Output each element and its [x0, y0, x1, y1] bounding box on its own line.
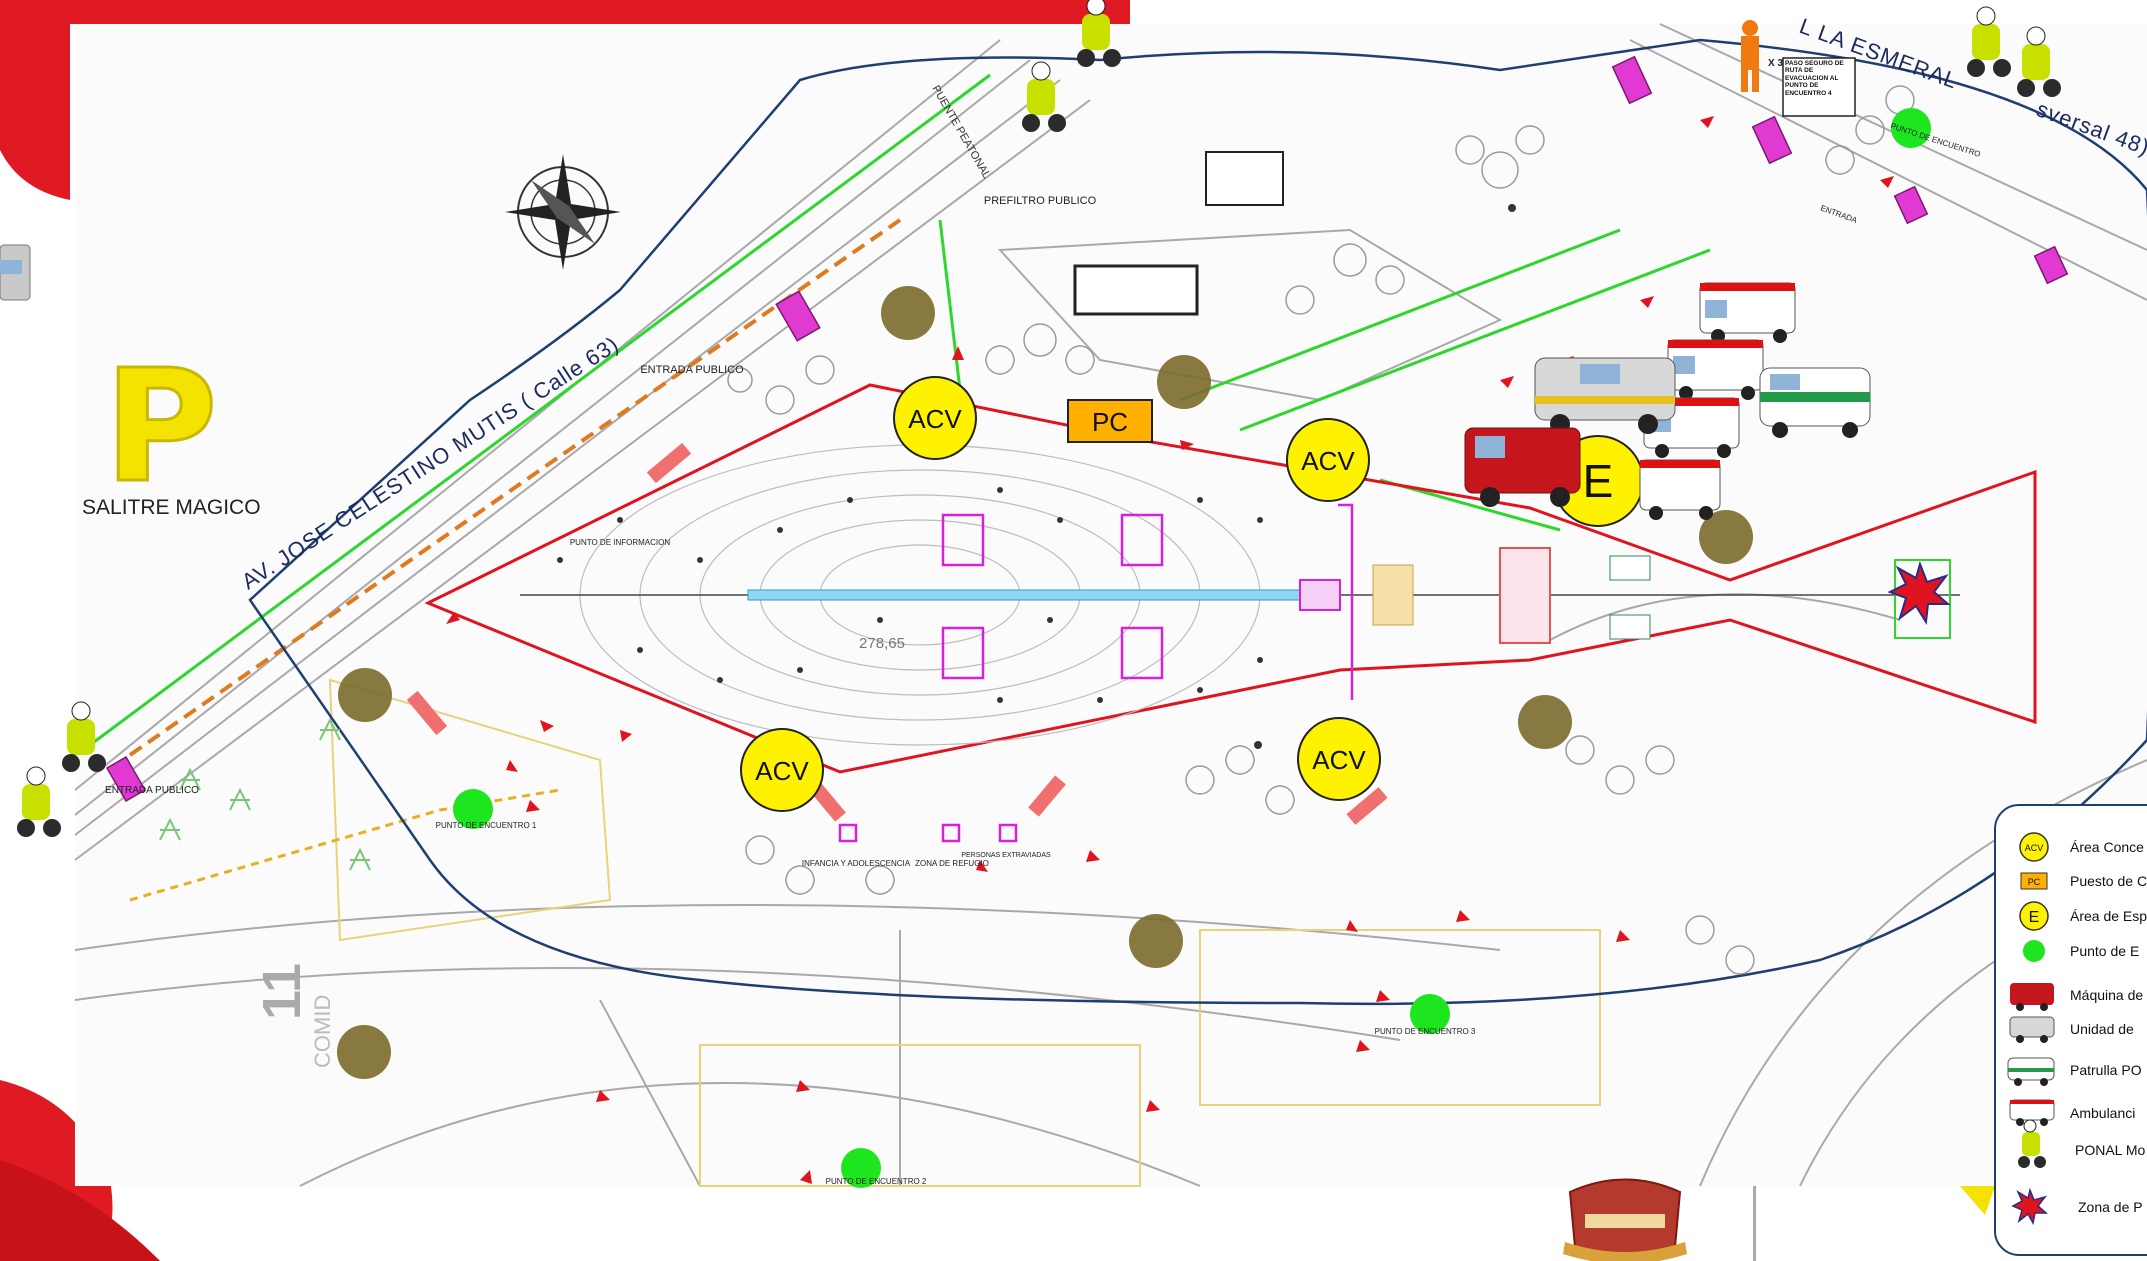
legend-risk-zone-icon [2011, 1187, 2048, 1226]
meeting-point-4 [1891, 108, 1931, 148]
entrada-publico-label-2: ENTRADA PUBLICO [105, 785, 199, 796]
emergency-vehicles [1464, 282, 1871, 520]
police-patrol-icon [1759, 367, 1871, 438]
legend-panel: ACV Área Conce PC Puesto de C E Área de … [1994, 804, 2147, 1256]
svg-text:ACV: ACV [2025, 843, 2044, 853]
meeting-point-1 [453, 789, 493, 829]
legend-item-patrol: Patrulla PO [2070, 1062, 2142, 1078]
meeting-point-2-label: PUNTO DE ENCUENTRO 2 [826, 1177, 927, 1186]
legend-ambulance-icon [2009, 1099, 2055, 1126]
svg-text:E: E [2029, 909, 2040, 926]
legend-motorcycle-icon [2018, 1119, 2046, 1168]
ambulance-icon [1667, 339, 1764, 400]
evacuation-guide-icon [1741, 20, 1759, 92]
legend-e-symbol [2019, 901, 2049, 931]
shrub-clusters [159, 717, 371, 871]
legend-item-motorcycle: PONAL Mo [2075, 1142, 2145, 1158]
ambulance-icon [1699, 282, 1796, 343]
svg-text:ACV: ACV [1312, 745, 1366, 775]
street-side-label: COMID [310, 995, 335, 1068]
evacuation-note: PASO SEGURO DE RUTA DE EVACUACION AL PUN… [1785, 60, 1844, 97]
fire-truck-icon [1464, 427, 1581, 507]
legend-patrol-icon [2007, 1057, 2055, 1086]
legend-item-risk-zone: Zona de P [2078, 1199, 2143, 1215]
svg-text:ACV: ACV [908, 404, 962, 434]
svg-text:E: E [1583, 455, 1614, 507]
svg-text:ACV: ACV [1301, 446, 1355, 476]
legend-item-meeting-point: Punto de E [2070, 943, 2139, 959]
entrada-publico-label: ENTRADA PUBLICO [640, 364, 744, 376]
map-canvas: ACV ACV ACV ACV PC E [17, 0, 2147, 1188]
legend-fire-truck-icon [2010, 983, 2054, 1011]
legend-acv-symbol [2019, 832, 2049, 862]
legend-item-unit: Unidad de [2070, 1021, 2134, 1037]
legend-item-pc: Puesto de C [2070, 873, 2147, 889]
meeting-point-2 [841, 1148, 881, 1188]
legend-pc-symbol [2020, 872, 2048, 890]
distance-label: 278,65 [859, 635, 905, 652]
infancia-label: INFANCIA Y ADOLESCENCIA [802, 859, 911, 868]
compass-rose-icon [505, 154, 621, 270]
informacion-label: PUNTO DE INFORMACION [570, 538, 671, 547]
svg-text:PC: PC [2028, 877, 2041, 887]
ambulance-icon [1639, 459, 1721, 520]
meeting-points [453, 108, 1931, 1188]
acv-marker-bottom-left[interactable]: ACV [740, 728, 824, 812]
zona-refugio-label: ZONA DE REFUGIO [915, 859, 989, 868]
meeting-point-1-label: PUNTO DE ENCUENTRO 1 [436, 821, 537, 830]
extraviadas-label: PERSONAS EXTRAVIADAS [961, 852, 1051, 859]
police-motorcycle-icons [17, 0, 2061, 837]
legend-item-acv: Área Conce [2070, 839, 2144, 855]
acv-marker-bottom-right[interactable]: ACV [1297, 717, 1381, 801]
meeting-point-3 [1410, 994, 1450, 1034]
background-branding [0, 0, 1130, 1261]
legend-item-fire-truck: Máquina de [2070, 987, 2143, 1003]
evacuation-boundary [248, 38, 2147, 1006]
tree-clusters [727, 85, 1915, 975]
brand-logo: P SALITRE MAGICO [82, 335, 261, 520]
legend-unit-icon [2009, 1016, 2055, 1043]
risk-zone-star-icon [1887, 560, 1951, 625]
acv-marker-right[interactable]: ACV [1286, 418, 1370, 502]
legend-item-ambulance: Ambulanci [2070, 1105, 2135, 1121]
prefiltro-label: PREFILTRO PUBLICO [984, 195, 1097, 207]
svg-text:ACV: ACV [755, 756, 809, 786]
brand-name: SALITRE MAGICO [82, 496, 261, 519]
meeting-point-3-label: PUNTO DE ENCUENTRO 3 [1375, 1027, 1476, 1036]
street-number: 11 [252, 963, 312, 1020]
evac-count-label: X 3 [1768, 58, 1783, 69]
legend-item-e: Área de Esp [2070, 908, 2147, 924]
legend-meeting-point-symbol [2023, 940, 2045, 962]
tree-circles [337, 286, 1753, 1079]
pc-command-post-marker[interactable]: PC [1067, 399, 1153, 443]
svg-text:PC: PC [1092, 407, 1128, 437]
brand-logo-letter: P [104, 336, 218, 517]
acv-marker-top[interactable]: ACV [893, 376, 977, 460]
crest-logo [1563, 1178, 1687, 1261]
